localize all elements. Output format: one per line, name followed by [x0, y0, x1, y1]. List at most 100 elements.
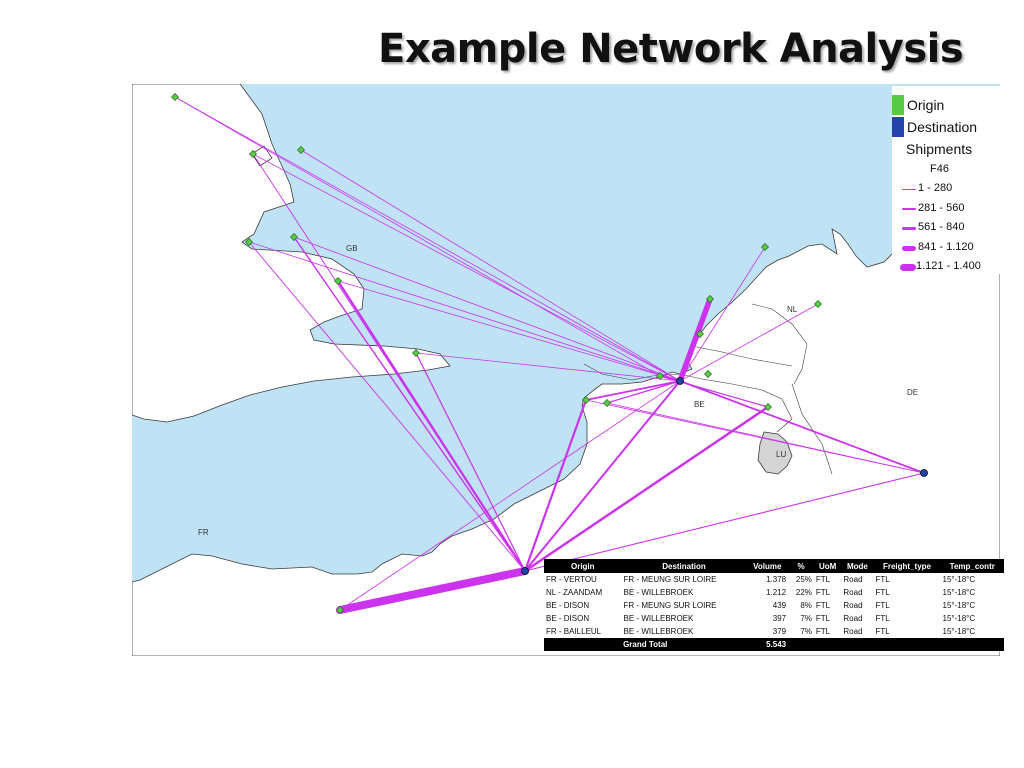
page-title: Example Network Analysis [378, 26, 964, 72]
cell-origin: FR - BAILLEUL [544, 625, 622, 638]
location-markers [171, 93, 928, 614]
country-label-de: DE [907, 388, 918, 397]
route-line [679, 246, 766, 382]
cell-origin: FR - VERTOU [544, 573, 622, 586]
cell-volume: 379 [746, 625, 789, 638]
legend-shipments-label: Shipments [906, 141, 973, 157]
route-line [336, 279, 527, 573]
legend-line-4 [902, 246, 916, 251]
cell-temp-contr: 15°-18°C [940, 625, 1004, 638]
cell-mode: Road [841, 599, 874, 612]
legend-line-2 [902, 208, 916, 210]
origin-marker [297, 146, 305, 154]
cell-volume: 1.212 [746, 586, 789, 599]
cell-volume: 397 [746, 612, 789, 625]
col-temp-contr: Temp_contr [940, 559, 1004, 573]
legend-destination-label: Destination [907, 119, 978, 135]
cell-mode: Road [841, 625, 874, 638]
shipment-routes [174, 96, 925, 614]
origin-marker [334, 277, 342, 285]
cell-freight-type: FTL [873, 573, 941, 586]
map-legend: Origin Destination Shipments F46 1 - 280… [892, 86, 1000, 274]
cell-freight-type: FTL [873, 599, 941, 612]
cell-freight-type: FTL [873, 625, 941, 638]
route-line [415, 352, 681, 382]
col-destination: Destination [621, 559, 747, 573]
origin-marker [761, 243, 769, 251]
destination-marker [920, 469, 928, 477]
col-origin: Origin [544, 559, 622, 573]
legend-line-1 [902, 189, 916, 190]
origin-marker [290, 233, 298, 241]
origin-marker [706, 295, 714, 303]
border-line [791, 383, 833, 475]
route-line [248, 241, 681, 382]
table-row: BE - DISON BE - WILLEBROEK 397 7% FTL Ro… [544, 612, 1004, 625]
legend-origin-label: Origin [907, 97, 945, 113]
route-line [523, 398, 588, 573]
col-freight-type: Freight_type [873, 559, 941, 573]
cell-temp-contr: 15°-18°C [940, 612, 1004, 625]
origin-marker [696, 330, 704, 338]
legend-field-label: F46 [930, 163, 949, 175]
table-row: FR - VERTOU FR - MEUNG SUR LOIRE 1.378 2… [544, 573, 1004, 586]
cell-freight-type: FTL [873, 586, 941, 599]
legend-range-3: 561 - 840 [918, 221, 965, 233]
cell-percent: 25% [788, 573, 814, 586]
border-line [691, 345, 793, 367]
destination-swatch [892, 117, 904, 137]
table-row: BE - DISON FR - MEUNG SUR LOIRE 439 8% F… [544, 599, 1004, 612]
route-line [174, 96, 681, 382]
col-mode: Mode [841, 559, 874, 573]
cell-percent: 8% [788, 599, 814, 612]
country-label-lu: LU [776, 450, 786, 459]
col-volume: Volume [746, 559, 789, 573]
origin-marker [656, 372, 664, 380]
origin-marker [764, 403, 772, 411]
route-line [300, 149, 681, 382]
origin-marker [814, 300, 822, 308]
route-line [293, 236, 526, 572]
shipments-table: Origin Destination Volume % UoM Mode Fre… [544, 559, 1004, 651]
cell-temp-contr: 15°-18°C [940, 573, 1004, 586]
cell-uom: FTL [813, 573, 842, 586]
table-row: NL - ZAANDAM BE - WILLEBROEK 1.212 22% F… [544, 586, 1004, 599]
destination-marker [521, 567, 529, 575]
cell-percent: 7% [788, 612, 814, 625]
cell-mode: Road [841, 573, 874, 586]
table-total-row: Grand Total 5.543 [544, 638, 1004, 651]
origin-marker [412, 349, 420, 357]
cell-destination: FR - MEUNG SUR LOIRE [621, 573, 747, 586]
route-line [252, 153, 681, 382]
legend-range-1: 1 - 280 [918, 182, 953, 194]
route-line [679, 380, 925, 474]
cell-uom: FTL [813, 625, 842, 638]
cell-destination: BE - WILLEBROEK [621, 625, 747, 638]
route-line [606, 402, 925, 474]
legend-range-4: 841 - 1.120 [918, 241, 974, 253]
cell-origin: BE - DISON [544, 599, 622, 612]
land-continent [132, 218, 1000, 656]
cell-destination: BE - WILLEBROEK [621, 612, 747, 625]
country-label-be: BE [694, 400, 705, 409]
cell-volume: 439 [746, 599, 789, 612]
cell-percent: 7% [788, 625, 814, 638]
legend-line-5 [900, 264, 916, 271]
cell-uom: FTL [813, 586, 842, 599]
route-line [174, 96, 661, 377]
origin-marker [582, 396, 590, 404]
route-line [293, 236, 681, 382]
total-label: Grand Total [544, 638, 747, 651]
cell-temp-contr: 15°-18°C [940, 586, 1004, 599]
cell-uom: FTL [813, 599, 842, 612]
legend-origin: Origin [892, 95, 944, 115]
col-uom: UoM [813, 559, 842, 573]
route-line [337, 280, 681, 382]
route-line [415, 352, 526, 572]
cell-mode: Road [841, 612, 874, 625]
cell-temp-contr: 15°-18°C [940, 599, 1004, 612]
country-label-nl: NL [787, 305, 798, 314]
land-great-britain [132, 84, 451, 423]
origin-swatch [892, 95, 904, 115]
route-line [339, 380, 681, 611]
